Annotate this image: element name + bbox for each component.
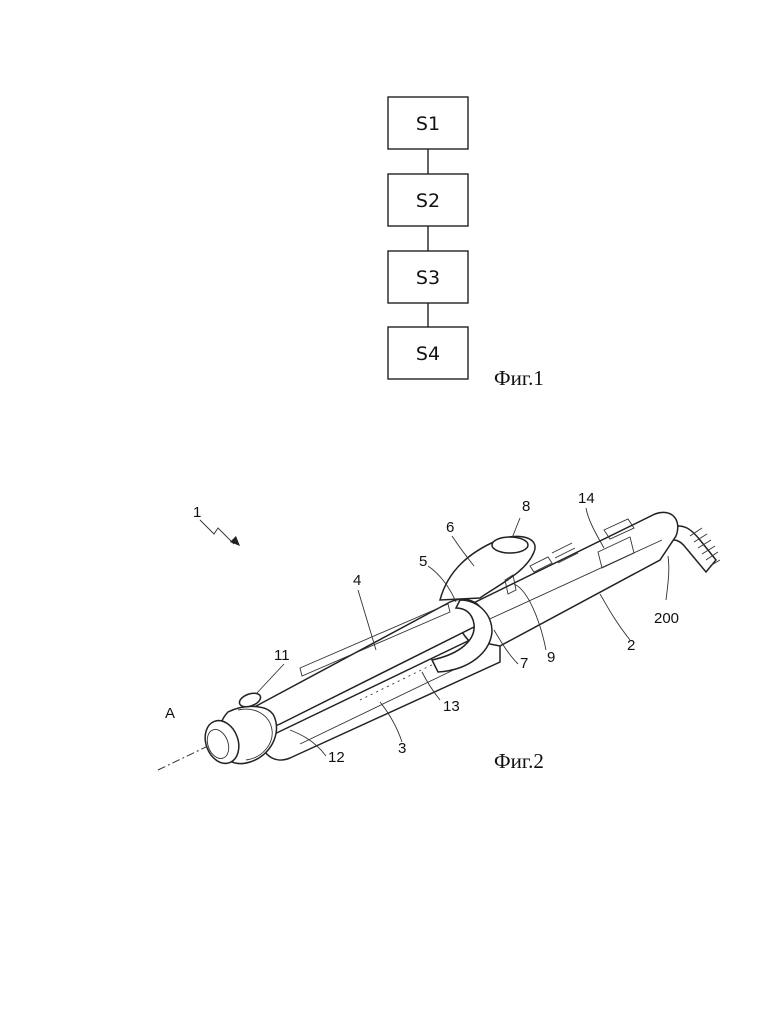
label-11: 11 xyxy=(274,647,290,664)
label-4: 4 xyxy=(353,572,361,589)
arrow-icon xyxy=(230,536,240,546)
label-1: 1 xyxy=(193,504,201,521)
button-8 xyxy=(492,537,528,553)
label-5: 5 xyxy=(419,553,427,570)
device-drawing: 1 4 5 6 8 14 200 2 9 7 11 13 3 12 A Фиг.… xyxy=(158,490,720,773)
label-200: 200 xyxy=(654,610,679,627)
label-6: 6 xyxy=(446,519,454,536)
label-axis-a: A xyxy=(165,705,175,722)
step-label-s1: S1 xyxy=(416,113,440,135)
label-12: 12 xyxy=(328,749,345,766)
label-13: 13 xyxy=(443,698,460,715)
figure-1-caption: Фиг.1 xyxy=(494,366,544,390)
step-label-s2: S2 xyxy=(416,190,440,212)
label-9: 9 xyxy=(547,649,555,666)
flowchart: S1 S2 S3 S4 Фиг.1 xyxy=(388,97,544,390)
step-label-s3: S3 xyxy=(416,267,440,289)
label-2: 2 xyxy=(627,637,635,654)
label-7: 7 xyxy=(520,655,528,672)
label-14: 14 xyxy=(578,490,595,507)
label-8: 8 xyxy=(522,498,530,515)
step-label-s4: S4 xyxy=(416,343,440,365)
figure-2-caption: Фиг.2 xyxy=(494,749,544,773)
label-3: 3 xyxy=(398,740,406,757)
